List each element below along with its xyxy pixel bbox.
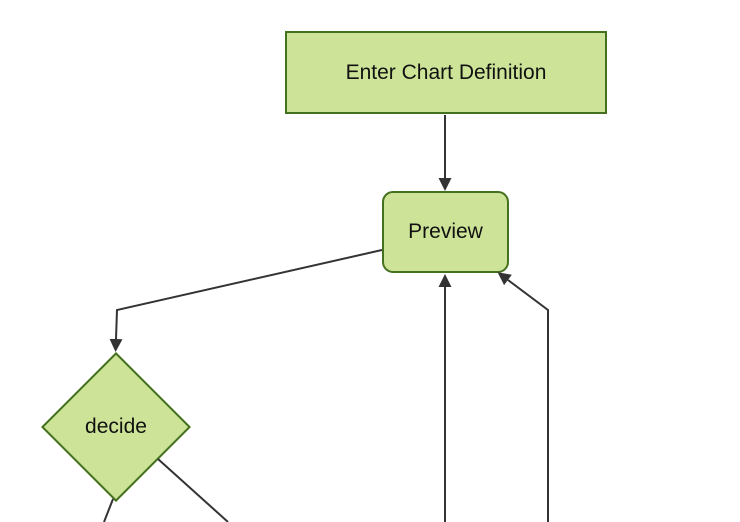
node-enter-chart-definition-label: Enter Chart Definition [345, 60, 547, 84]
edge-preview-to-decide [109, 249, 383, 352]
node-preview-label: Preview [408, 220, 483, 244]
edge-decide-to-offscreen-bottom-left [103, 498, 114, 522]
node-preview: Preview [382, 191, 509, 273]
edge-decide-to-offscreen-bottom-right [157, 458, 229, 522]
node-enter-chart-definition: Enter Chart Definition [285, 31, 607, 114]
node-decide-label: decide [85, 415, 147, 438]
edge-offscreen-bottom-right-to-preview [497, 272, 549, 522]
